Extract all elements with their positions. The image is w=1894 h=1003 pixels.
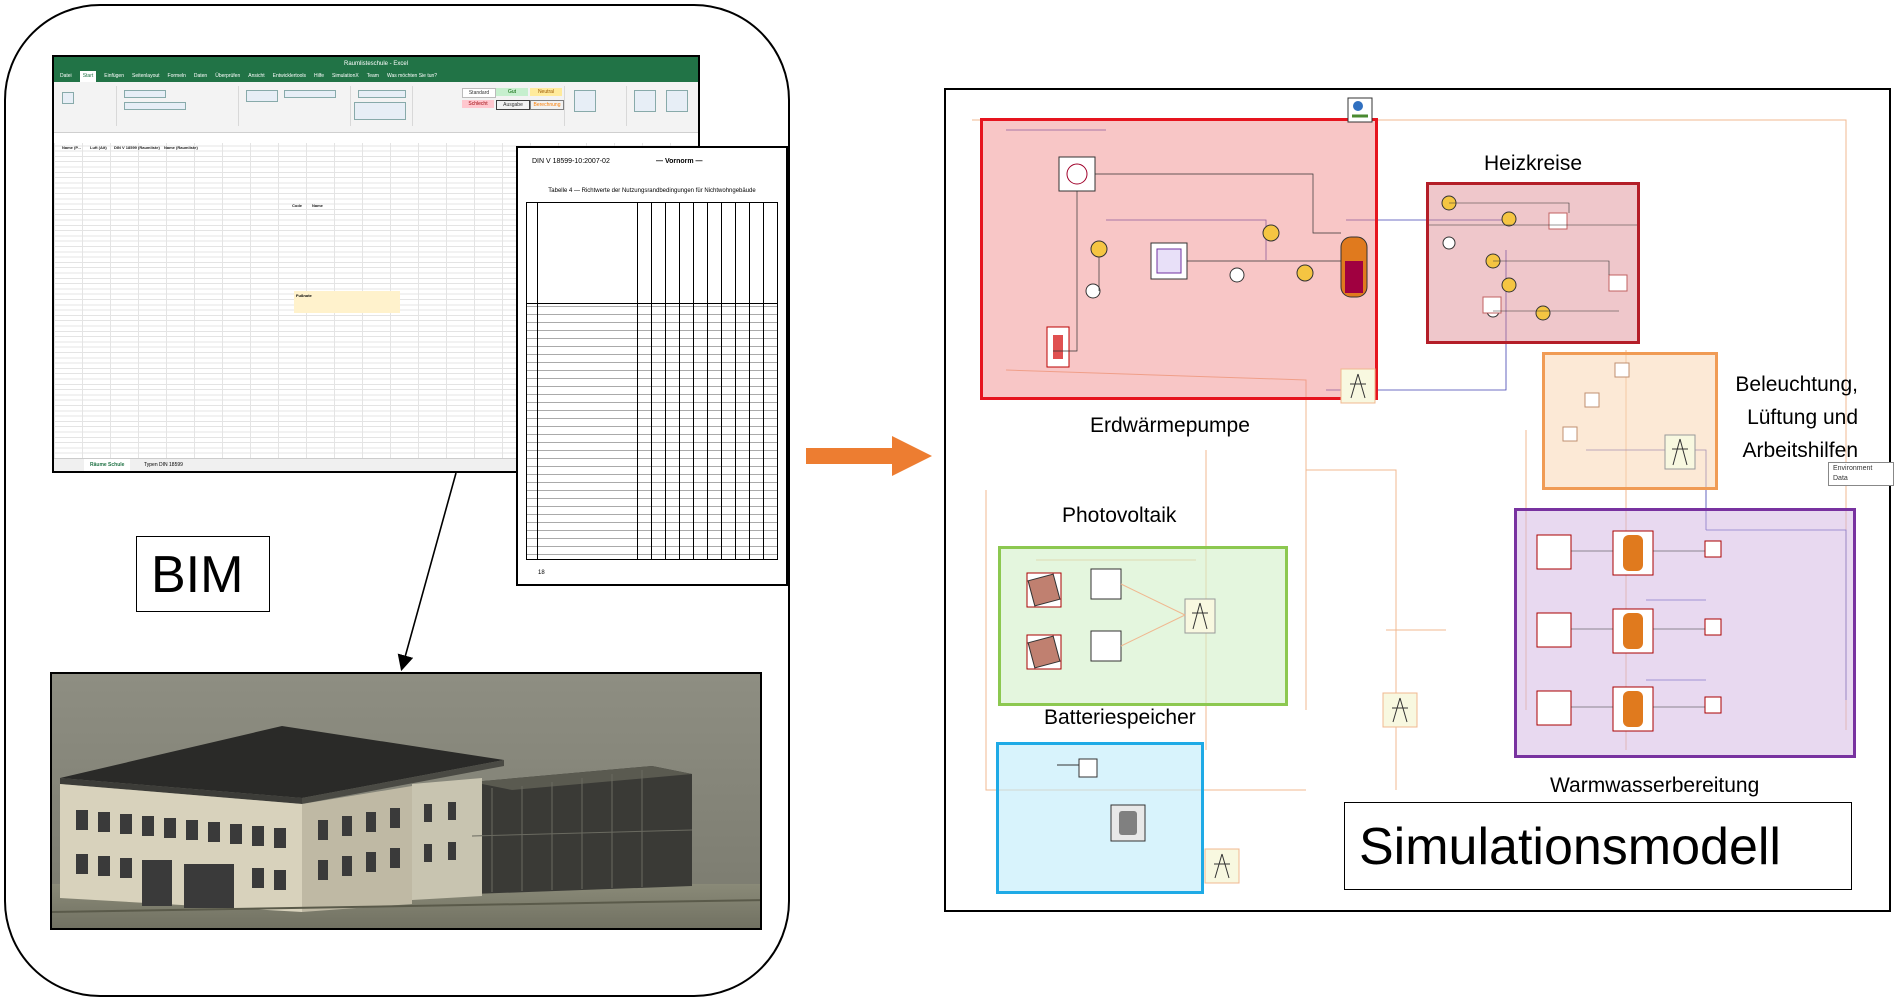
style-ausgabe: Ausgabe (496, 100, 530, 110)
lighting-subsystem (1542, 352, 1718, 490)
heatpump-subsystem (980, 118, 1378, 400)
excel-menu-item[interactable]: Team (366, 73, 379, 79)
header-luft: Luft (Ait) (90, 145, 107, 150)
label-heatpump: Erdwärmepumpe (1090, 414, 1250, 437)
header-din: DIN V 18599 (Raumliste) (114, 145, 160, 150)
norm-document: DIN V 18599-10:2007-02 — Vornorm — Tabel… (516, 146, 788, 586)
heating-subsystem (1426, 182, 1640, 344)
tab-raeume-schule[interactable]: Räume Schule (84, 459, 131, 471)
pv-components (1026, 568, 1216, 670)
label-lighting: Beleuchtung, Lüftung und Arbeitshilfen (1735, 373, 1858, 462)
excel-menu-item[interactable]: Formeln (167, 73, 186, 79)
bim-label-box: BIM (136, 536, 270, 612)
norm-doc-id: DIN V 18599-10:2007-02 (532, 158, 610, 165)
excel-menu-item[interactable]: Was möchten Sie tun? (386, 73, 438, 79)
norm-caption: Tabelle 4 — Richtwerte der Nutzungsrandb… (548, 188, 756, 194)
tab-typen-din[interactable]: Typen DIN 18599 (144, 462, 183, 468)
style-standard: Standard (462, 88, 496, 98)
battery-components (1057, 758, 1146, 842)
excel-ribbon: Standard Gut Neutral Schlecht Ausgabe Be… (54, 82, 698, 133)
excel-title: Raumlisteschule - Excel (54, 57, 698, 71)
excel-menu-item[interactable]: Hilfe (314, 73, 325, 79)
pv-subsystem (998, 546, 1288, 706)
header-raumliste: Name (Raumliste) (164, 145, 198, 150)
weather-icon (1347, 97, 1373, 123)
excel-note: Fußnote (294, 291, 400, 313)
excel-menu-item[interactable]: Ansicht (248, 73, 265, 79)
simulation-model-frame (944, 88, 1891, 912)
hotwater-subsystem (1514, 508, 1856, 758)
excel-menu-item[interactable]: Überprüfen (215, 73, 241, 79)
bim-connector-arrow (397, 472, 457, 672)
code-header: Code (292, 203, 302, 208)
simulation-label-box: Simulationsmodell (1344, 802, 1852, 890)
grid-meter-icon (1204, 848, 1240, 884)
excel-menu-item[interactable]: Start (79, 71, 97, 82)
excel-menu-item[interactable]: SimulationX (332, 73, 359, 79)
norm-page-number: 18 (538, 570, 545, 576)
excel-menu-item[interactable]: Seitenlayout (132, 73, 160, 79)
norm-table (526, 202, 778, 560)
battery-subsystem (996, 742, 1204, 894)
label-hotwater: Warmwasserbereitung (1550, 774, 1760, 797)
bim-label: BIM (151, 546, 244, 604)
excel-menu-item[interactable]: Einfügen (104, 73, 124, 79)
excel-menu-item[interactable]: Entwicklertools (272, 73, 306, 79)
grid-meter-icon (1382, 692, 1418, 728)
lighting-components (1562, 362, 1696, 470)
hotwater-components (1536, 530, 1722, 732)
building-render (50, 672, 762, 930)
excel-menubar: Datei Start Einfügen Seitenlayout Formeln Dat… (54, 71, 698, 82)
excel-menu-item[interactable]: Daten (193, 73, 208, 79)
style-berechnung: Berechnung (530, 100, 564, 110)
heating-components (1429, 195, 1637, 321)
heatpump-components (1046, 156, 1368, 368)
flow-arrow-icon (806, 436, 932, 476)
norm-draft: — Vornorm — (656, 158, 703, 165)
excel-menu-item[interactable]: Datei (60, 73, 72, 79)
building-image (52, 674, 760, 928)
environment-data-tag: Environment Data (1828, 462, 1894, 486)
style-neutral: Neutral (530, 88, 562, 96)
grid-meter-icon (1340, 368, 1376, 404)
label-pv: Photovoltaik (1062, 504, 1177, 527)
simulation-label: Simulationsmodell (1359, 818, 1781, 876)
header-name: Name (P... (62, 145, 81, 150)
name-header: Name (312, 203, 323, 208)
style-schlecht: Schlecht (462, 100, 494, 108)
style-gut: Gut (496, 88, 528, 96)
label-battery: Batteriespeicher (1044, 706, 1196, 729)
label-heating: Heizkreise (1484, 152, 1583, 175)
